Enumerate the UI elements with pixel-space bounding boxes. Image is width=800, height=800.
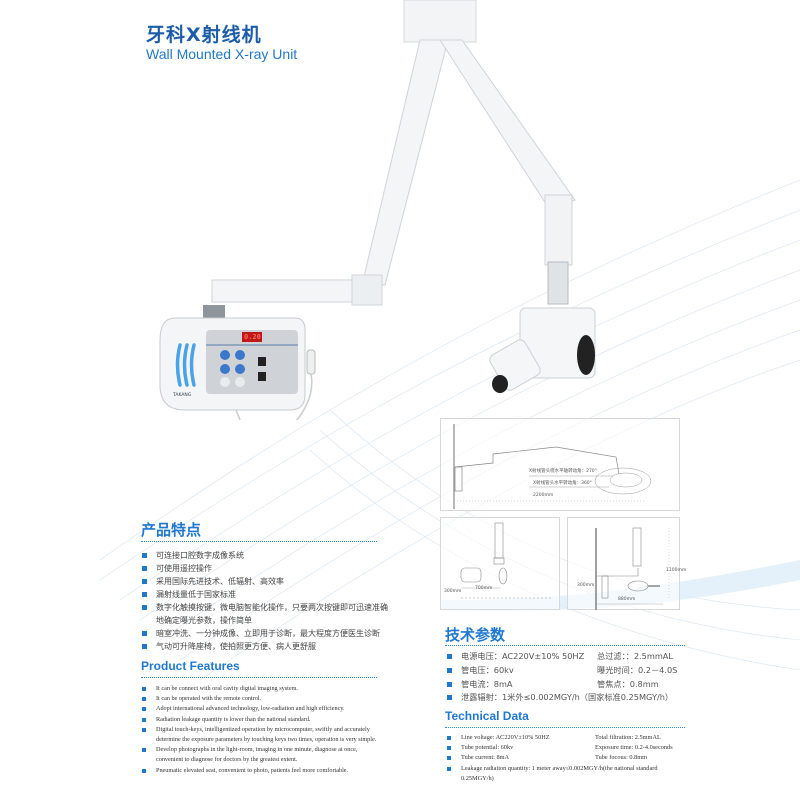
list-item: It can be connect with oral cavity digit… [142, 684, 378, 694]
features-cn-list: 可连接口腔数字成像系统 可使用遥控操作 采用国际先进技术、低辐射、高效率 漏射线… [142, 549, 394, 653]
divider [141, 541, 377, 542]
list-item: 可连接口腔数字成像系统 [142, 549, 394, 562]
features-en-list: It can be connect with oral cavity digit… [142, 684, 378, 776]
total-height-label: 1100mm [666, 568, 687, 573]
tech-cn-title: 技术参数 [445, 626, 506, 644]
divider [141, 677, 377, 678]
diagram-side-view-right: 300mm 880mm 1100mm [567, 517, 686, 610]
divider [445, 727, 685, 728]
title-chinese: 牙科X射线机 [146, 24, 262, 46]
list-item: 可使用遥控操作 [142, 562, 394, 575]
brand-logo: TAKANG [173, 393, 192, 398]
rotation-angle-label: X射线管头绕水平轴转动角：270° [529, 469, 597, 474]
list-item: 暗室冲洗、一分钟成像、立即用于诊断，最大程度方便医生诊断 [142, 627, 394, 640]
list-item: Pneumatic elevated seat, convenient to p… [142, 766, 378, 776]
diagram-side-view-left: 300mm 700mm [440, 517, 560, 610]
height-label: 300mm [444, 589, 462, 594]
xray-unit-image [159, 0, 596, 420]
diagram-top-view: X射线管头绕水平轴转动角：270° X射线管头水平转动角：360° 2200mm [440, 418, 680, 511]
spec-row: Leakage radiation quantity: 1 meter away… [447, 764, 687, 784]
spec-row: 泄露辐射：1米外≤0.002MGY/h（国家标准0.25MGY/h） [447, 691, 697, 705]
list-item: It can be operated with the remote contr… [142, 694, 378, 704]
list-item: Adopt international advanced technology,… [142, 704, 378, 714]
list-item: Digital touch-keys, intelligentized oper… [142, 725, 378, 745]
display-readout: 0.20 [244, 333, 261, 341]
tech-en-title: Technical Data [445, 709, 529, 723]
list-item: 数字化触摸按键，微电脑智能化操作，只要两次按键即可迅速准确地确定曝光参数，操作简… [142, 601, 394, 627]
title-english: Wall Mounted X-ray Unit [146, 46, 298, 62]
list-item: 气动可升降座椅，使拍照更方便、病人更舒服 [142, 640, 394, 653]
length-label: 2200mm [533, 493, 554, 498]
features-cn-title: 产品特点 [141, 521, 202, 539]
list-item: Radiation leakage quantity is lower than… [142, 715, 378, 725]
length-label: 880mm [618, 597, 636, 602]
horizontal-angle-label: X射线管头水平转动角：360° [533, 481, 592, 486]
list-item: 采用国际先进技术、低辐射、高效率 [142, 575, 394, 588]
height-label: 300mm [577, 583, 595, 588]
length-label: 700mm [475, 586, 493, 591]
list-item: 漏射线量低于国家标准 [142, 588, 394, 601]
list-item: Develop photographs in the light-room, i… [142, 745, 378, 765]
features-en-title: Product Features [141, 659, 240, 673]
divider [445, 645, 685, 646]
